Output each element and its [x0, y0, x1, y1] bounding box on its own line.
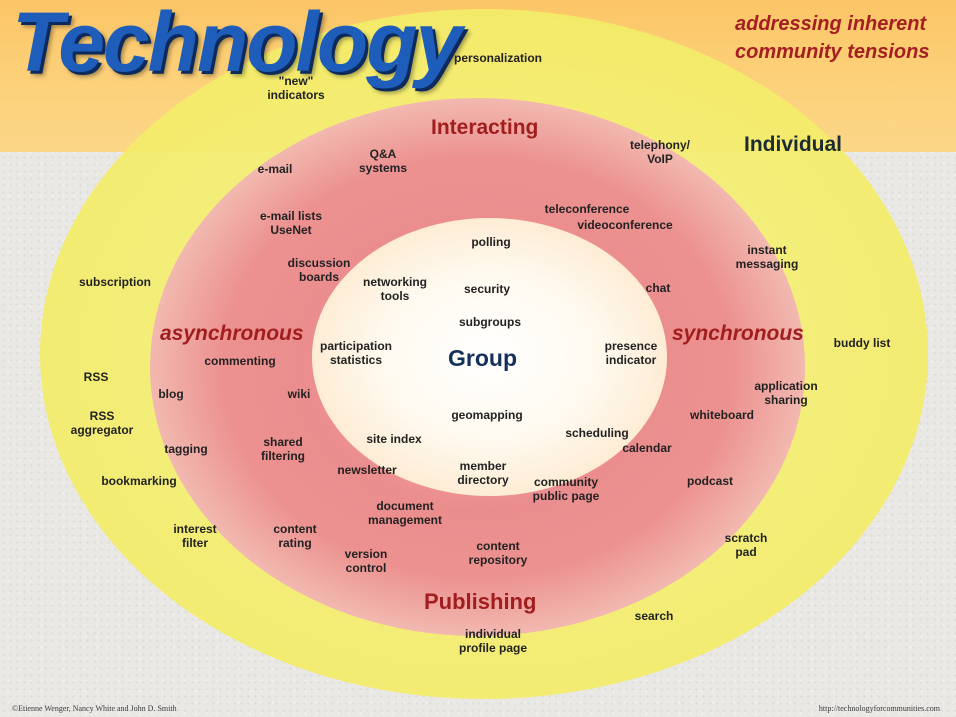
- tool-videoconference: videoconference: [577, 218, 673, 232]
- tool-content-rating: content rating: [273, 522, 317, 550]
- tool-bookmarking: bookmarking: [101, 474, 177, 488]
- inner-ellipse: [312, 218, 667, 496]
- label-publishing: Publishing: [424, 589, 537, 614]
- tool-member-directory: member directory: [457, 459, 509, 487]
- diagram-subtitle: addressing inherent community tensions: [735, 13, 930, 63]
- tool-commenting: commenting: [204, 354, 276, 368]
- label-group: Group: [448, 345, 517, 371]
- label-interacting: Interacting: [431, 116, 539, 139]
- tool-presence-indicator: presence indicator: [604, 339, 658, 367]
- tool-scratch-pad: scratch pad: [724, 531, 768, 559]
- tool-individual-profile-page: individual profile page: [458, 627, 528, 655]
- tool-discussion-boards: discussion boards: [287, 256, 351, 284]
- tool-blog: blog: [158, 387, 184, 401]
- label-synchronous: synchronous: [672, 322, 804, 345]
- tool-qa-systems: Q&A systems: [358, 147, 408, 175]
- tool-instant-messaging: instant messaging: [735, 243, 799, 271]
- credit-authors: ©Etienne Wenger, Nancy White and John D.…: [12, 704, 177, 713]
- tool-shared-filtering: shared filtering: [261, 435, 305, 463]
- label-individual: Individual: [744, 133, 843, 156]
- tool-rss-aggregator: RSS aggregator: [70, 409, 134, 437]
- tool-security: security: [463, 282, 511, 296]
- tool-search: search: [634, 609, 674, 623]
- tool-application-sharing: application sharing: [754, 379, 818, 407]
- tool-content-repository: content repository: [468, 539, 528, 567]
- tool-tagging: tagging: [164, 442, 208, 456]
- tool-chat: chat: [645, 281, 671, 295]
- tool-telephony-voip: telephony/ VoIP: [629, 138, 691, 166]
- tool-new-indicators: "new" indicators: [267, 74, 325, 102]
- tool-site-index: site index: [366, 432, 422, 446]
- tool-subscription: subscription: [78, 275, 152, 289]
- tool-calendar: calendar: [622, 441, 672, 455]
- credit-url: http://technologyforcommunities.com: [818, 704, 940, 713]
- tool-rss: RSS: [83, 370, 109, 384]
- tool-document-management: document management: [367, 499, 443, 527]
- diagram-title: Technology: [12, 0, 462, 89]
- tool-whiteboard: whiteboard: [689, 408, 755, 422]
- tool-email-lists-usenet: e-mail lists UseNet: [259, 209, 323, 237]
- tool-interest-filter: interest filter: [173, 522, 217, 550]
- tool-community-public-page: community public page: [532, 475, 600, 503]
- tool-email: e-mail: [257, 162, 293, 176]
- tool-subgroups: subgroups: [459, 315, 521, 329]
- tool-version-control: version control: [344, 547, 388, 575]
- tool-polling: polling: [471, 235, 511, 249]
- tool-teleconference: teleconference: [544, 202, 630, 216]
- tool-podcast: podcast: [686, 474, 734, 488]
- tool-newsletter: newsletter: [337, 463, 397, 477]
- tool-geomapping: geomapping: [451, 408, 523, 422]
- tool-buddy-list: buddy list: [833, 336, 891, 350]
- label-asynchronous: asynchronous: [160, 322, 304, 345]
- tool-wiki: wiki: [287, 387, 311, 401]
- tool-networking-tools: networking tools: [362, 275, 428, 303]
- tool-personalization: personalization: [453, 51, 543, 65]
- tool-scheduling: scheduling: [565, 426, 629, 440]
- tool-participation-statistics: participation statistics: [319, 339, 393, 367]
